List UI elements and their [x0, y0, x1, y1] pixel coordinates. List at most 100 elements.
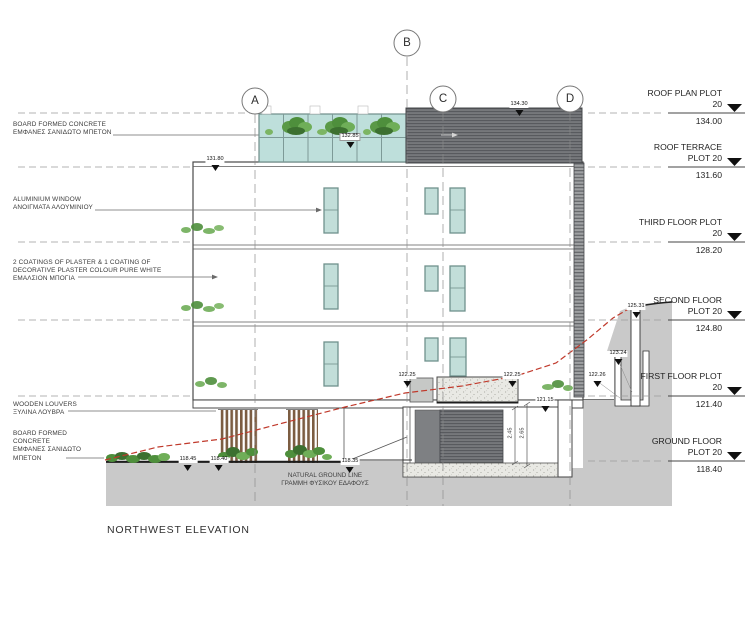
level-lines — [18, 104, 745, 462]
spot-elevation-134-30: 134.30 — [509, 93, 529, 116]
annotation-line: ΜΠΕΤΟΝ — [13, 454, 42, 462]
spot-value: 123.24 — [608, 350, 628, 357]
annotation-line: BOARD FORMED CONCRETE — [13, 121, 106, 128]
level-value-third-floor: 128.20 — [695, 245, 722, 255]
level-label-third-floor: THIRD FLOOR PLOT 20 — [602, 217, 722, 239]
annotation-line: ΑΝΟΙΓΜΑΤΑ ΑΛΟΥΜΙΝΙΟΥ — [13, 204, 93, 212]
natural-ground-line-label: NATURAL GROUND LINE ΓΡΑΜΜΗ ΦΥΣΙΚΟΥ ΕΔΑΦΟ… — [255, 472, 395, 488]
annotation-line: DECORATIVE PLASTER COLOUR PURE WHITE — [13, 267, 162, 275]
spot-value: 122.26 — [587, 372, 607, 379]
spot-triangle-icon — [210, 165, 219, 171]
spot-elevation-121-15: 121.15 — [535, 389, 555, 412]
annotation-board-formed-concrete-base: BOARD FORMED CONCRETE ΕΜΦΑΝΕΣ ΣΑΝΙΔΩΤΟ Μ… — [13, 430, 81, 463]
level-label-line: FIRST FLOOR PLOT — [640, 371, 723, 381]
spot-elevation-122-26: 122.26 — [587, 364, 607, 387]
annotation-plaster: 2 COATINGS OF PLASTER & 1 COATING OF DEC… — [13, 259, 161, 284]
level-label-line: GROUND FLOOR — [651, 436, 722, 446]
level-value-roof-plan: 134.00 — [695, 116, 722, 126]
spot-value: 132.85 — [339, 133, 361, 141]
annotation-aluminium-window: ALUMINIUM WINDOW ΑΝΟΙΓΜΑΤΑ ΑΛΟΥΜΙΝΙΟΥ — [13, 196, 93, 212]
spot-value: 121.15 — [535, 397, 555, 404]
annotation-line: BOARD FORMED — [13, 430, 67, 437]
level-label-roof-terrace: ROOF TERRACE PLOT 20 — [602, 142, 722, 164]
level-label-line: ROOF PLAN PLOT — [647, 88, 723, 98]
spot-elevation-118-35: 118.35 — [340, 450, 360, 473]
annotation-line: ΕΜΦΑΝΕΣ ΣΑΝΙΔΩΤΟ — [13, 446, 82, 454]
annotation-line: ALUMINIUM WINDOW — [13, 196, 82, 203]
first-floor-canopy — [192, 399, 584, 409]
windows — [323, 187, 467, 387]
natural-ground-line-label-en: NATURAL GROUND LINE — [287, 472, 363, 479]
dimension-2-45: 2.45 — [507, 427, 514, 439]
spot-elevation-118-45: 118.45 — [178, 448, 198, 471]
annotation-wooden-louvers: WOODEN LOUVERS ΞΥΛΙΝΑ ΛΟΥΒΡΑ — [13, 401, 77, 417]
stair-core — [573, 162, 585, 398]
first-floor-planter — [409, 376, 519, 404]
annotation-line: WOODEN LOUVERS — [13, 401, 77, 408]
level-label-line: 20 — [712, 382, 722, 392]
grid-bubble-b: B — [403, 37, 411, 49]
level-value-first-floor: 121.40 — [695, 399, 722, 409]
spot-elevation-125-31: 125.31 — [626, 295, 646, 318]
terrain — [106, 302, 672, 506]
spot-triangle-icon — [514, 110, 523, 116]
spot-triangle-icon — [631, 312, 640, 318]
annotation-line: ΕΜΦΑΝΕΣ ΣΑΝΙΔΩΤΟ ΜΠΕΤΟΝ — [13, 129, 112, 137]
level-label-line: THIRD FLOOR PLOT — [638, 217, 722, 227]
level-label-line: ROOF TERRACE — [653, 142, 722, 152]
spot-triangle-icon — [507, 381, 516, 387]
spot-value: 118.45 — [178, 456, 198, 463]
level-value-roof-terrace: 131.60 — [695, 170, 722, 180]
level-label-line: PLOT 20 — [687, 447, 722, 457]
spot-value: 122.25 — [397, 372, 417, 379]
roof-screen — [405, 107, 583, 164]
annotation-board-formed-concrete: BOARD FORMED CONCRETE ΕΜΦΑΝΕΣ ΣΑΝΙΔΩΤΟ Μ… — [13, 121, 112, 137]
spot-elevation-131-80: 131.80 — [205, 148, 225, 171]
level-label-line: 20 — [712, 228, 722, 238]
annotation-line: CONCRETE — [13, 438, 51, 446]
grid-bubble-d: D — [565, 93, 575, 105]
annotation-line: ΕΜΑΛΣΙΟΝ ΜΠΟΓΙΑ — [13, 275, 75, 283]
natural-ground-line — [104, 306, 633, 461]
grid-bubble-a: A — [251, 95, 259, 107]
level-label-line: PLOT 20 — [687, 153, 722, 163]
facade — [192, 161, 584, 401]
spot-value: 118.40 — [209, 456, 229, 463]
planting — [106, 117, 573, 463]
garage — [402, 399, 573, 478]
level-value-ground-floor: 118.40 — [696, 464, 722, 474]
floor-slab-lines — [193, 166, 574, 327]
level-label-line: PLOT 20 — [687, 306, 722, 316]
drawing-title: NORTHWEST ELEVATION — [107, 524, 250, 536]
level-triangles — [727, 104, 742, 460]
spot-triangle-icon — [345, 142, 354, 148]
grid-bubbles — [241, 29, 584, 115]
garage-side-panel — [414, 409, 441, 464]
spot-value: 118.35 — [340, 458, 360, 465]
spot-elevation-122-25-a: 122.25 — [397, 364, 417, 387]
spot-triangle-icon — [183, 465, 192, 471]
level-label-line: 20 — [712, 99, 722, 109]
spot-elevation-118-40: 118.40 — [209, 448, 229, 471]
spot-elevation-132-85: 132.85 — [339, 125, 361, 148]
spot-value: 122.25 — [502, 372, 522, 379]
spot-triangle-icon — [540, 406, 549, 412]
grid-bubble-c: C — [438, 93, 448, 105]
spot-triangle-icon — [402, 381, 411, 387]
spot-elevation-123-24: 123.24 — [608, 342, 628, 365]
level-label-second-floor: SECOND FLOOR PLOT 20 — [602, 295, 722, 317]
level-label-ground-floor: GROUND FLOOR PLOT 20 — [602, 436, 722, 458]
dimension-2-65: 2.65 — [519, 427, 526, 439]
annotation-leaders — [66, 207, 322, 459]
level-label-roof-plan: ROOF PLAN PLOT 20 — [602, 88, 723, 110]
level-value-second-floor: 124.80 — [695, 323, 722, 333]
grid-verticals — [254, 57, 571, 506]
spot-value: 131.80 — [205, 156, 225, 163]
garage-rear-wall — [557, 399, 573, 478]
garage-roller-door — [439, 409, 504, 464]
annotation-line: ΞΥΛΙΝΑ ΛΟΥΒΡΑ — [13, 409, 65, 417]
garage-dimension-lines — [511, 401, 531, 469]
annotation-line: 2 COATINGS OF PLASTER & 1 COATING OF — [13, 259, 151, 266]
